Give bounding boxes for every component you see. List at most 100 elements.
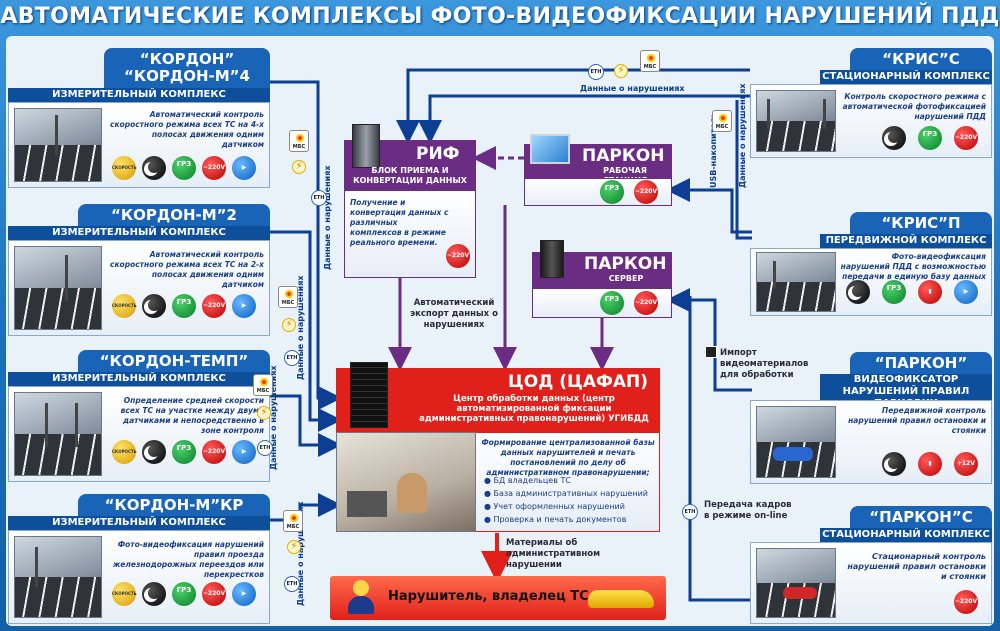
mbs-modem-icon: МБС (278, 286, 298, 308)
speed-icon: СКОРОСТЬ (112, 440, 137, 464)
name-line1: “КОРДОН” (139, 50, 235, 68)
power-220-icon: ~220V (202, 440, 226, 464)
violator-label: Нарушитель, владелец ТС (388, 589, 589, 604)
night-icon (142, 582, 166, 606)
block-photo (14, 536, 102, 618)
block-title: “КОРДОН-М”КР (78, 494, 270, 516)
transfer-label: Передача кадров в режиме on-line (704, 500, 792, 521)
rif-title: РИФ (416, 144, 460, 164)
grz-icon: ГРЗ (172, 294, 196, 318)
battery-icon: ▮ (918, 280, 942, 304)
block-parkon-ws[interactable]: ПАРКОН РАБОЧАЯ СТАНЦИЯ ГРЗ ~220V (524, 134, 672, 206)
video-icon: ▶ (954, 280, 978, 304)
block-rif[interactable]: РИФ БЛОК ПРИЕМА И КОНВЕРТАЦИИ ДАННЫХ Пол… (344, 124, 476, 278)
block-parkon-s[interactable]: “ПАРКОН”С СТАЦИОНАРНЫЙ КОМПЛЕКС Стациона… (750, 506, 992, 624)
grz-icon: ГРЗ (172, 582, 196, 606)
block-title: “КОРДОН-ТЕМП” (78, 350, 270, 372)
office-photo (336, 432, 476, 532)
power-12v-icon: +12V (954, 452, 978, 476)
power-220-icon: ~220V (954, 590, 978, 614)
video-cassette-icon (705, 346, 717, 358)
srv-title: ПАРКОН (584, 254, 667, 274)
block-subtitle: ПЕРЕДВИЖНОЙ КОМПЛЕКС (820, 234, 992, 248)
link-krisp-ws (666, 178, 752, 234)
battery-icon: ▮ (918, 452, 942, 476)
server-icon (352, 124, 380, 168)
import-label: Импорт видеоматериалов для обработки (720, 348, 809, 380)
grz-icon: ГРЗ (172, 156, 196, 180)
block-kordon-temp[interactable]: “КОРДОН-ТЕМП” ИЗМЕРИТЕЛЬНЫЙ КОМПЛЕКС Опр… (8, 350, 270, 482)
power-220-icon: ~220V (634, 291, 658, 315)
speed-icon: СКОРОСТЬ (112, 582, 137, 606)
grz-icon: ГРЗ (172, 440, 196, 464)
block-kris-s[interactable]: “КРИС”С СТАЦИОНАРНЫЙ КОМПЛЕКС Контроль с… (750, 48, 992, 158)
power-220-icon: ~220V (202, 582, 226, 606)
ws-title: ПАРКОН (582, 146, 665, 166)
block-subtitle: ИЗМЕРИТЕЛЬНЫЙ КОМПЛЕКС (8, 88, 270, 102)
export-label: Автоматический экспорт данных о нарушени… (410, 298, 498, 330)
cod-item: ● База административных нарушений (484, 489, 648, 498)
video-icon: ▶ (232, 582, 256, 606)
person-icon (348, 580, 374, 614)
grz-icon: ГРЗ (600, 180, 624, 204)
cod-subtitle: Центр обработки данных (центр автоматизи… (419, 394, 649, 424)
mbs-modem-icon: МБС (289, 130, 309, 152)
block-title: “КОРДОН”“КОРДОН-М”4 (104, 48, 270, 88)
eth-icon: ETH (588, 64, 604, 80)
eth-icon: ETH (284, 576, 300, 592)
car-icon (588, 590, 654, 608)
block-subtitle: СТАЦИОНАРНЫЙ КОМПЛЕКС (820, 528, 992, 542)
block-desc: Автоматический контроль скоростного режи… (110, 250, 264, 289)
night-icon (142, 156, 166, 180)
block-title: “ПАРКОН”С (850, 506, 992, 528)
block-subtitle: ИЗМЕРИТЕЛЬНЫЙ КОМПЛЕКС (8, 516, 270, 530)
block-title: “ПАРКОН” (850, 352, 992, 374)
video-icon: ▶ (232, 294, 256, 318)
block-desc: Автоматический контроль скоростного режи… (110, 110, 264, 149)
mbs-modem-icon: МБС (253, 374, 273, 396)
eth-icon: ETH (682, 504, 698, 520)
block-subtitle: ИЗМЕРИТЕЛЬНЫЙ КОМПЛЕКС (8, 226, 270, 240)
wireless-icon: ⚡ (287, 540, 301, 554)
block-cod[interactable]: ЦОД (ЦАФАП) Центр обработки данных (цент… (336, 362, 660, 532)
block-title: “КРИС”П (850, 212, 992, 234)
night-icon (846, 280, 870, 304)
video-icon: ▶ (232, 440, 256, 464)
eth-icon: ETH (311, 190, 327, 206)
block-title: “КОРДОН-М”2 (78, 204, 270, 226)
wireless-icon: ⚡ (614, 64, 628, 78)
block-kordon-mkr[interactable]: “КОРДОН-М”КР ИЗМЕРИТЕЛЬНЫЙ КОМПЛЕКС Фото… (8, 494, 270, 624)
eth-icon: ETH (257, 440, 273, 456)
page-title: АВТОМАТИЧЕСКИЕ КОМПЛЕКСЫ ФОТО-ВИДЕОФИКСА… (0, 4, 1000, 29)
wireless-icon: ⚡ (257, 406, 271, 420)
block-kris-p[interactable]: “КРИС”П ПЕРЕДВИЖНОЙ КОМПЛЕКС Фото-видеоф… (750, 212, 992, 316)
cod-title: ЦОД (ЦАФАП) (508, 372, 648, 392)
data-label-right: Данные о нарушениях (738, 83, 747, 188)
grz-icon: ГРЗ (600, 291, 624, 315)
cod-desc: Формирование централизованной базы данны… (481, 438, 655, 477)
grz-icon: ГРЗ (882, 280, 906, 304)
block-photo (756, 252, 836, 312)
cod-item: ● Учет оформленных нарушений (484, 502, 625, 511)
rif-panel (344, 190, 476, 278)
link-kris-p (735, 100, 752, 240)
block-parkon-server[interactable]: ПАРКОН СЕРВЕР ГРЗ ~220V (532, 240, 672, 318)
mbs-modem-icon: МБС (640, 50, 660, 72)
wireless-icon: ⚡ (282, 318, 296, 332)
wireless-icon: ⚡ (292, 160, 306, 174)
link-kordon2 (268, 230, 342, 432)
link-parkon-s (688, 296, 752, 602)
speed-icon: СКОРОСТЬ (112, 294, 137, 318)
block-kordon-m2[interactable]: “КОРДОН-М”2 ИЗМЕРИТЕЛЬНЫЙ КОМПЛЕКС Автом… (8, 204, 270, 336)
block-violator[interactable]: Нарушитель, владелец ТС (330, 576, 666, 620)
server-rack-icon (350, 362, 388, 428)
night-icon (882, 126, 906, 150)
eth-icon: ETH (284, 350, 300, 366)
video-icon: ▶ (232, 156, 256, 180)
block-subtitle: ИЗМЕРИТЕЛЬНЫЙ КОМПЛЕКС (8, 372, 270, 386)
power-220-icon: ~220V (954, 126, 978, 150)
cod-item: ● БД владельцев ТС (484, 476, 571, 485)
block-kordon-m4[interactable]: “КОРДОН”“КОРДОН-М”4 ИЗМЕРИТЕЛЬНЫЙ КОМПЛЕ… (8, 48, 270, 188)
